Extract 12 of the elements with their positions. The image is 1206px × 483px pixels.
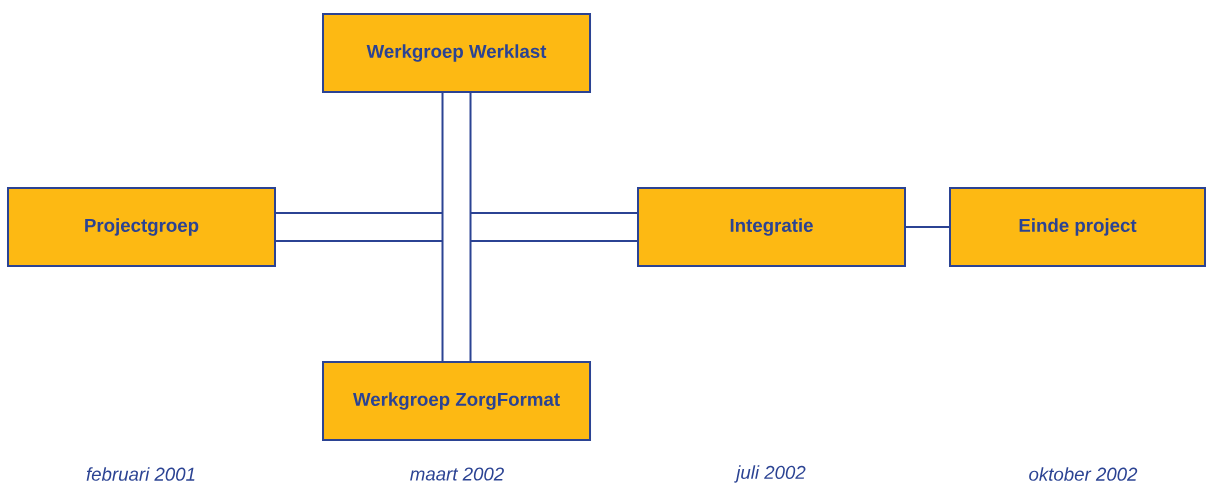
date-label: juli 2002 bbox=[734, 465, 806, 483]
process-box: Werkgroep ZorgFormat bbox=[322, 361, 591, 441]
connector-line bbox=[905, 226, 950, 228]
process-box: Werkgroep Werklast bbox=[322, 13, 591, 93]
pipe-connector bbox=[276, 212, 637, 242]
date-label: maart 2002 bbox=[410, 467, 504, 481]
process-box: Einde project bbox=[949, 187, 1206, 267]
date-label: februari 2001 bbox=[86, 467, 195, 481]
process-box: Integratie bbox=[637, 187, 906, 267]
process-box: Projectgroep bbox=[7, 187, 276, 267]
date-label: oktober 2002 bbox=[1029, 467, 1138, 481]
pipe-connector bbox=[441, 93, 472, 361]
